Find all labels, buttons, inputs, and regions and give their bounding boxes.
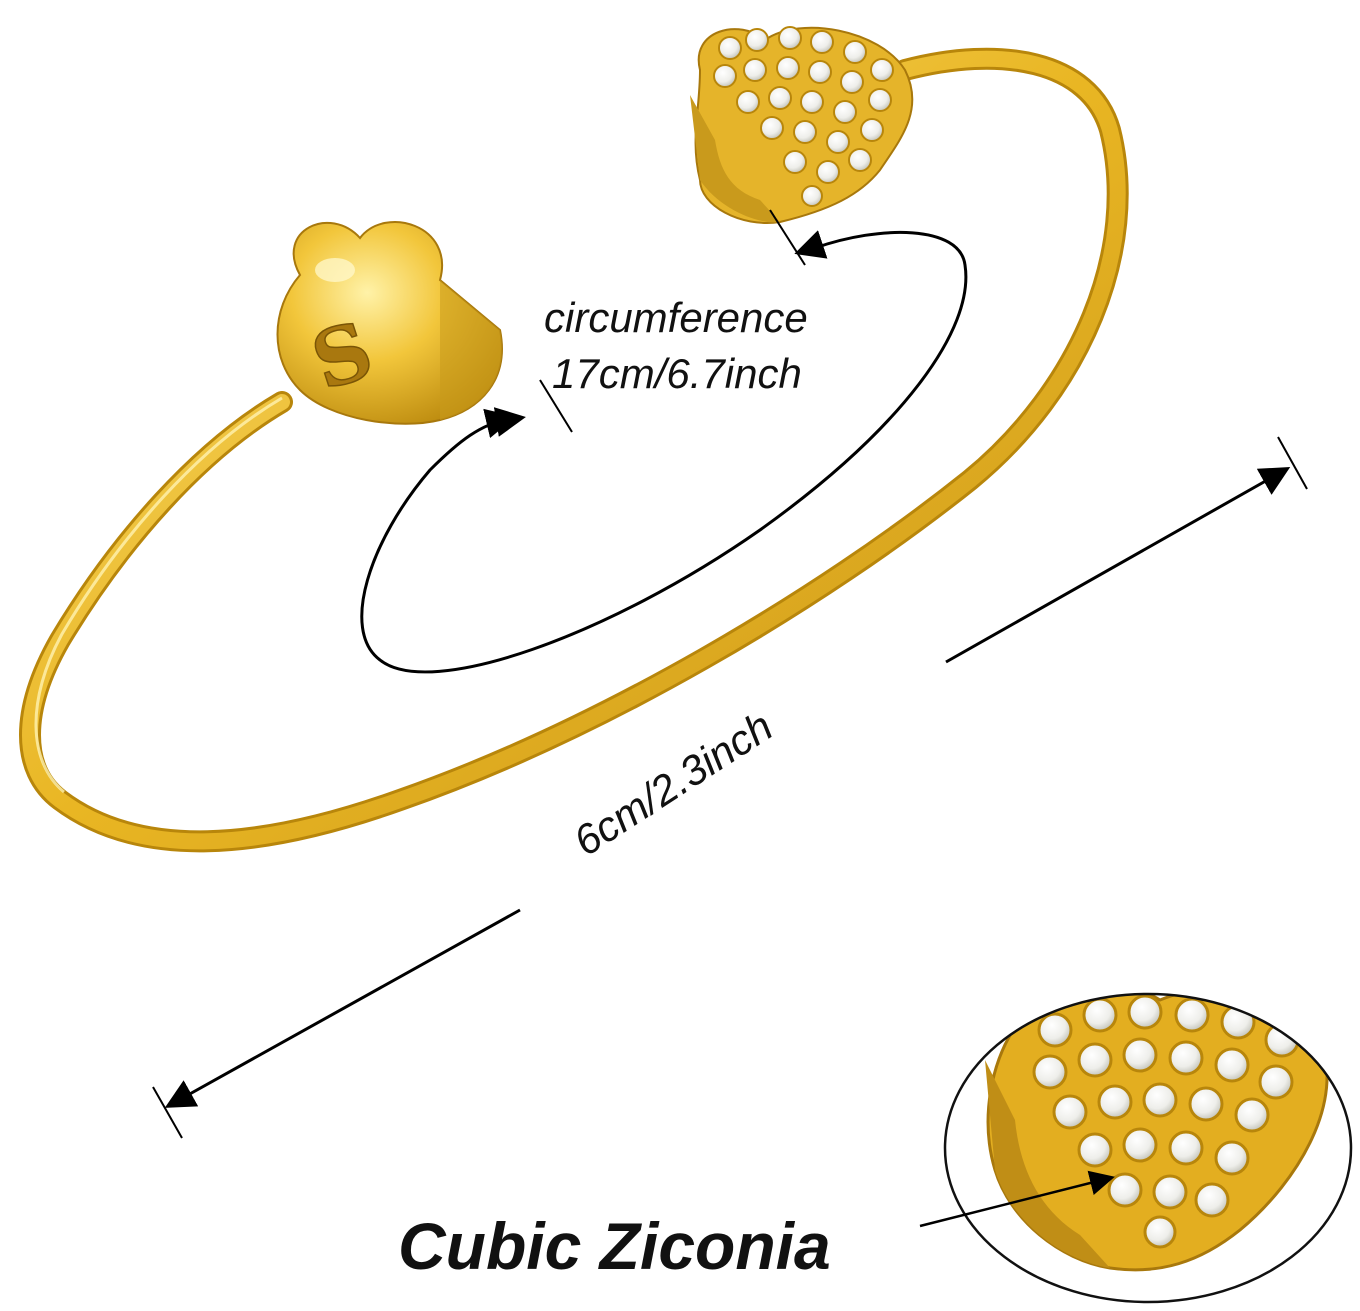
zircon-heart-charm [690, 26, 914, 224]
engraved-heart-charm: S [276, 221, 503, 425]
circumference-arrow [360, 209, 968, 674]
bangle-wire [19, 47, 1129, 853]
circumference-tick-bottom [539, 379, 573, 433]
circumference-tick-top [769, 209, 806, 266]
zoom-detail-inset [943, 992, 1353, 1304]
zoom-gem-cluster [1032, 994, 1300, 1249]
gem-cluster [713, 26, 894, 207]
circumference-value: 17cm/6.7inch [552, 350, 802, 397]
stone-label: Cubic Ziconia [398, 1209, 831, 1283]
stone-pointer-line [919, 1170, 1115, 1228]
width-tick-left [152, 1086, 183, 1139]
circumference-label: circumference [544, 294, 808, 341]
width-dimension-arrow [152, 436, 1308, 1139]
width-tick-right [1277, 436, 1308, 490]
